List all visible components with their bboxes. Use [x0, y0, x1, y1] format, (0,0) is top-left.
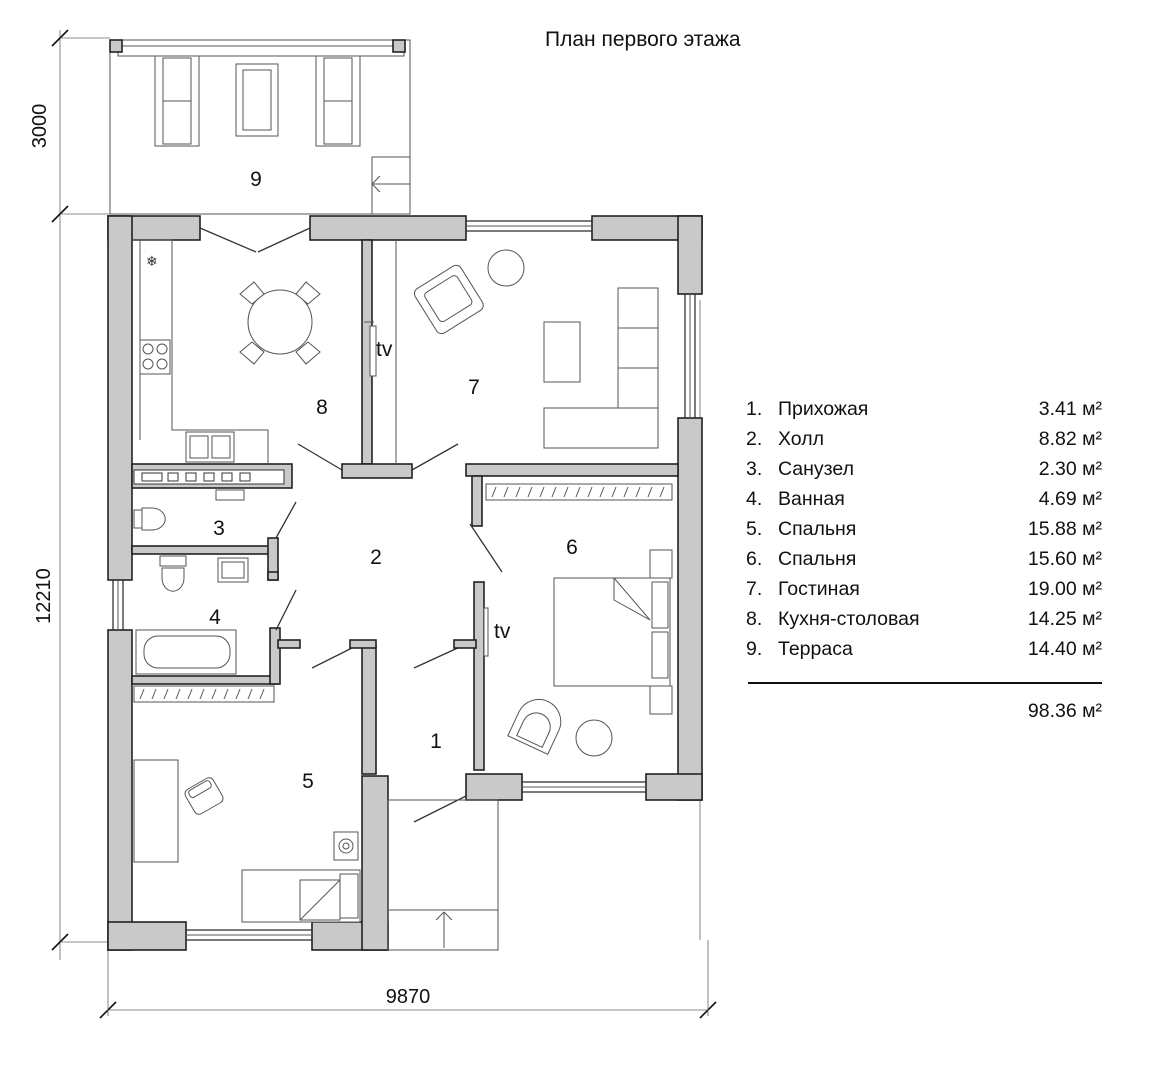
legend-room-name: Холл — [778, 428, 824, 450]
legend-row: 3. Санузел 2.30 м² — [746, 458, 1106, 488]
toilet-3 — [141, 507, 166, 531]
side-table — [487, 249, 525, 287]
legend-room-name: Терраса — [778, 638, 853, 660]
legend-num: 1. — [746, 398, 763, 420]
boiler — [333, 831, 359, 861]
legend-room-area: 14.25 м² — [1027, 608, 1102, 630]
room-number-2: 2 — [370, 546, 382, 569]
legend-num: 4. — [746, 488, 763, 510]
room-number-7: 7 — [468, 376, 480, 399]
terrace-depth-label: 3000 — [29, 104, 51, 149]
tv-kitchen — [369, 325, 377, 377]
double-bed — [553, 577, 671, 687]
legend-room-area: 14.40 м² — [1027, 638, 1102, 660]
windows — [112, 220, 696, 941]
legend-room-name: Санузел — [778, 458, 854, 480]
toilet-4 — [161, 567, 185, 592]
legend-num: 5. — [746, 518, 763, 540]
tv-label-bedroom: tv — [494, 620, 511, 643]
room-number-5: 5 — [302, 770, 314, 793]
legend-num: 9. — [746, 638, 763, 660]
bedroom-side-table — [575, 719, 613, 757]
room-number-8: 8 — [316, 396, 328, 419]
legend-row: 6. Спальня 15.60 м² — [746, 548, 1106, 578]
legend-row: 9. Терраса 14.40 м² — [746, 638, 1106, 668]
room-number-3: 3 — [213, 517, 225, 540]
legend-row: 4. Ванная 4.69 м² — [746, 488, 1106, 518]
legend-num: 2. — [746, 428, 763, 450]
room-number-4: 4 — [209, 606, 221, 629]
legend-room-area: 4.69 м² — [1038, 488, 1102, 510]
legend-room-area: 8.82 м² — [1038, 428, 1102, 450]
bathroom-fixtures — [133, 489, 249, 675]
armchair — [413, 264, 484, 335]
entrance-porch — [387, 799, 499, 951]
legend-room-area: 15.60 м² — [1027, 548, 1102, 570]
room-number-6: 6 — [566, 536, 578, 559]
bedroom-armchair — [507, 699, 562, 756]
legend-row: 5. Спальня 15.88 м² — [746, 518, 1106, 548]
tv-bedroom — [483, 607, 489, 657]
legend-row: 7. Гостиная 19.00 м² — [746, 578, 1106, 608]
dimension-lines — [51, 29, 717, 1019]
legend-num: 7. — [746, 578, 763, 600]
legend-row: 8. Кухня-столовая 14.25 м² — [746, 608, 1106, 638]
desk — [133, 759, 179, 863]
tv-label-kitchen: tv — [376, 338, 393, 361]
legend-room-area: 15.88 м² — [1027, 518, 1102, 540]
office-chair — [184, 777, 224, 815]
legend-num: 8. — [746, 608, 763, 630]
legend-room-name: Кухня-столовая — [778, 608, 920, 630]
house-depth-label: 12210 — [33, 568, 55, 624]
plan-title: План первого этажа — [545, 28, 741, 51]
washbasin-3 — [215, 489, 245, 501]
living-room-furniture — [395, 240, 659, 464]
total-area: 98.36 м² — [1027, 700, 1102, 722]
room-number-1: 1 — [430, 730, 442, 753]
legend-row: 2. Холл 8.82 м² — [746, 428, 1106, 458]
legend-divider — [748, 682, 1102, 684]
kitchen-sink — [185, 431, 235, 463]
coffee-table — [543, 321, 581, 383]
room-area-legend: 1. Прихожая 3.41 м² 2. Холл 8.82 м² 3. Санузе… — [746, 398, 1106, 722]
room-number-9: 9 — [250, 168, 262, 191]
legend-num: 6. — [746, 548, 763, 570]
kitchen-furniture: ❄ — [132, 239, 377, 485]
legend-room-name: Гостиная — [778, 578, 860, 600]
bedroom-5-furniture — [133, 685, 361, 923]
wardrobe-5 — [133, 685, 275, 703]
legend-room-name: Спальня — [778, 518, 857, 540]
wardrobe-6 — [485, 483, 673, 501]
legend-room-name: Спальня — [778, 548, 857, 570]
bedroom-6-furniture — [483, 483, 673, 757]
house-width-label: 9870 — [386, 986, 431, 1008]
legend-room-area: 19.00 м² — [1027, 578, 1102, 600]
legend-room-name: Ванная — [778, 488, 845, 510]
fridge-icon: ❄ — [146, 254, 158, 270]
legend-room-name: Прихожая — [778, 398, 869, 420]
terrace — [109, 39, 411, 215]
legend-room-area: 2.30 м² — [1038, 458, 1102, 480]
legend-room-area: 3.41 м² — [1038, 398, 1102, 420]
legend-num: 3. — [746, 458, 763, 480]
dining-table — [247, 289, 313, 355]
legend-row: 1. Прихожая 3.41 м² — [746, 398, 1106, 428]
terrace-steps — [371, 156, 411, 215]
